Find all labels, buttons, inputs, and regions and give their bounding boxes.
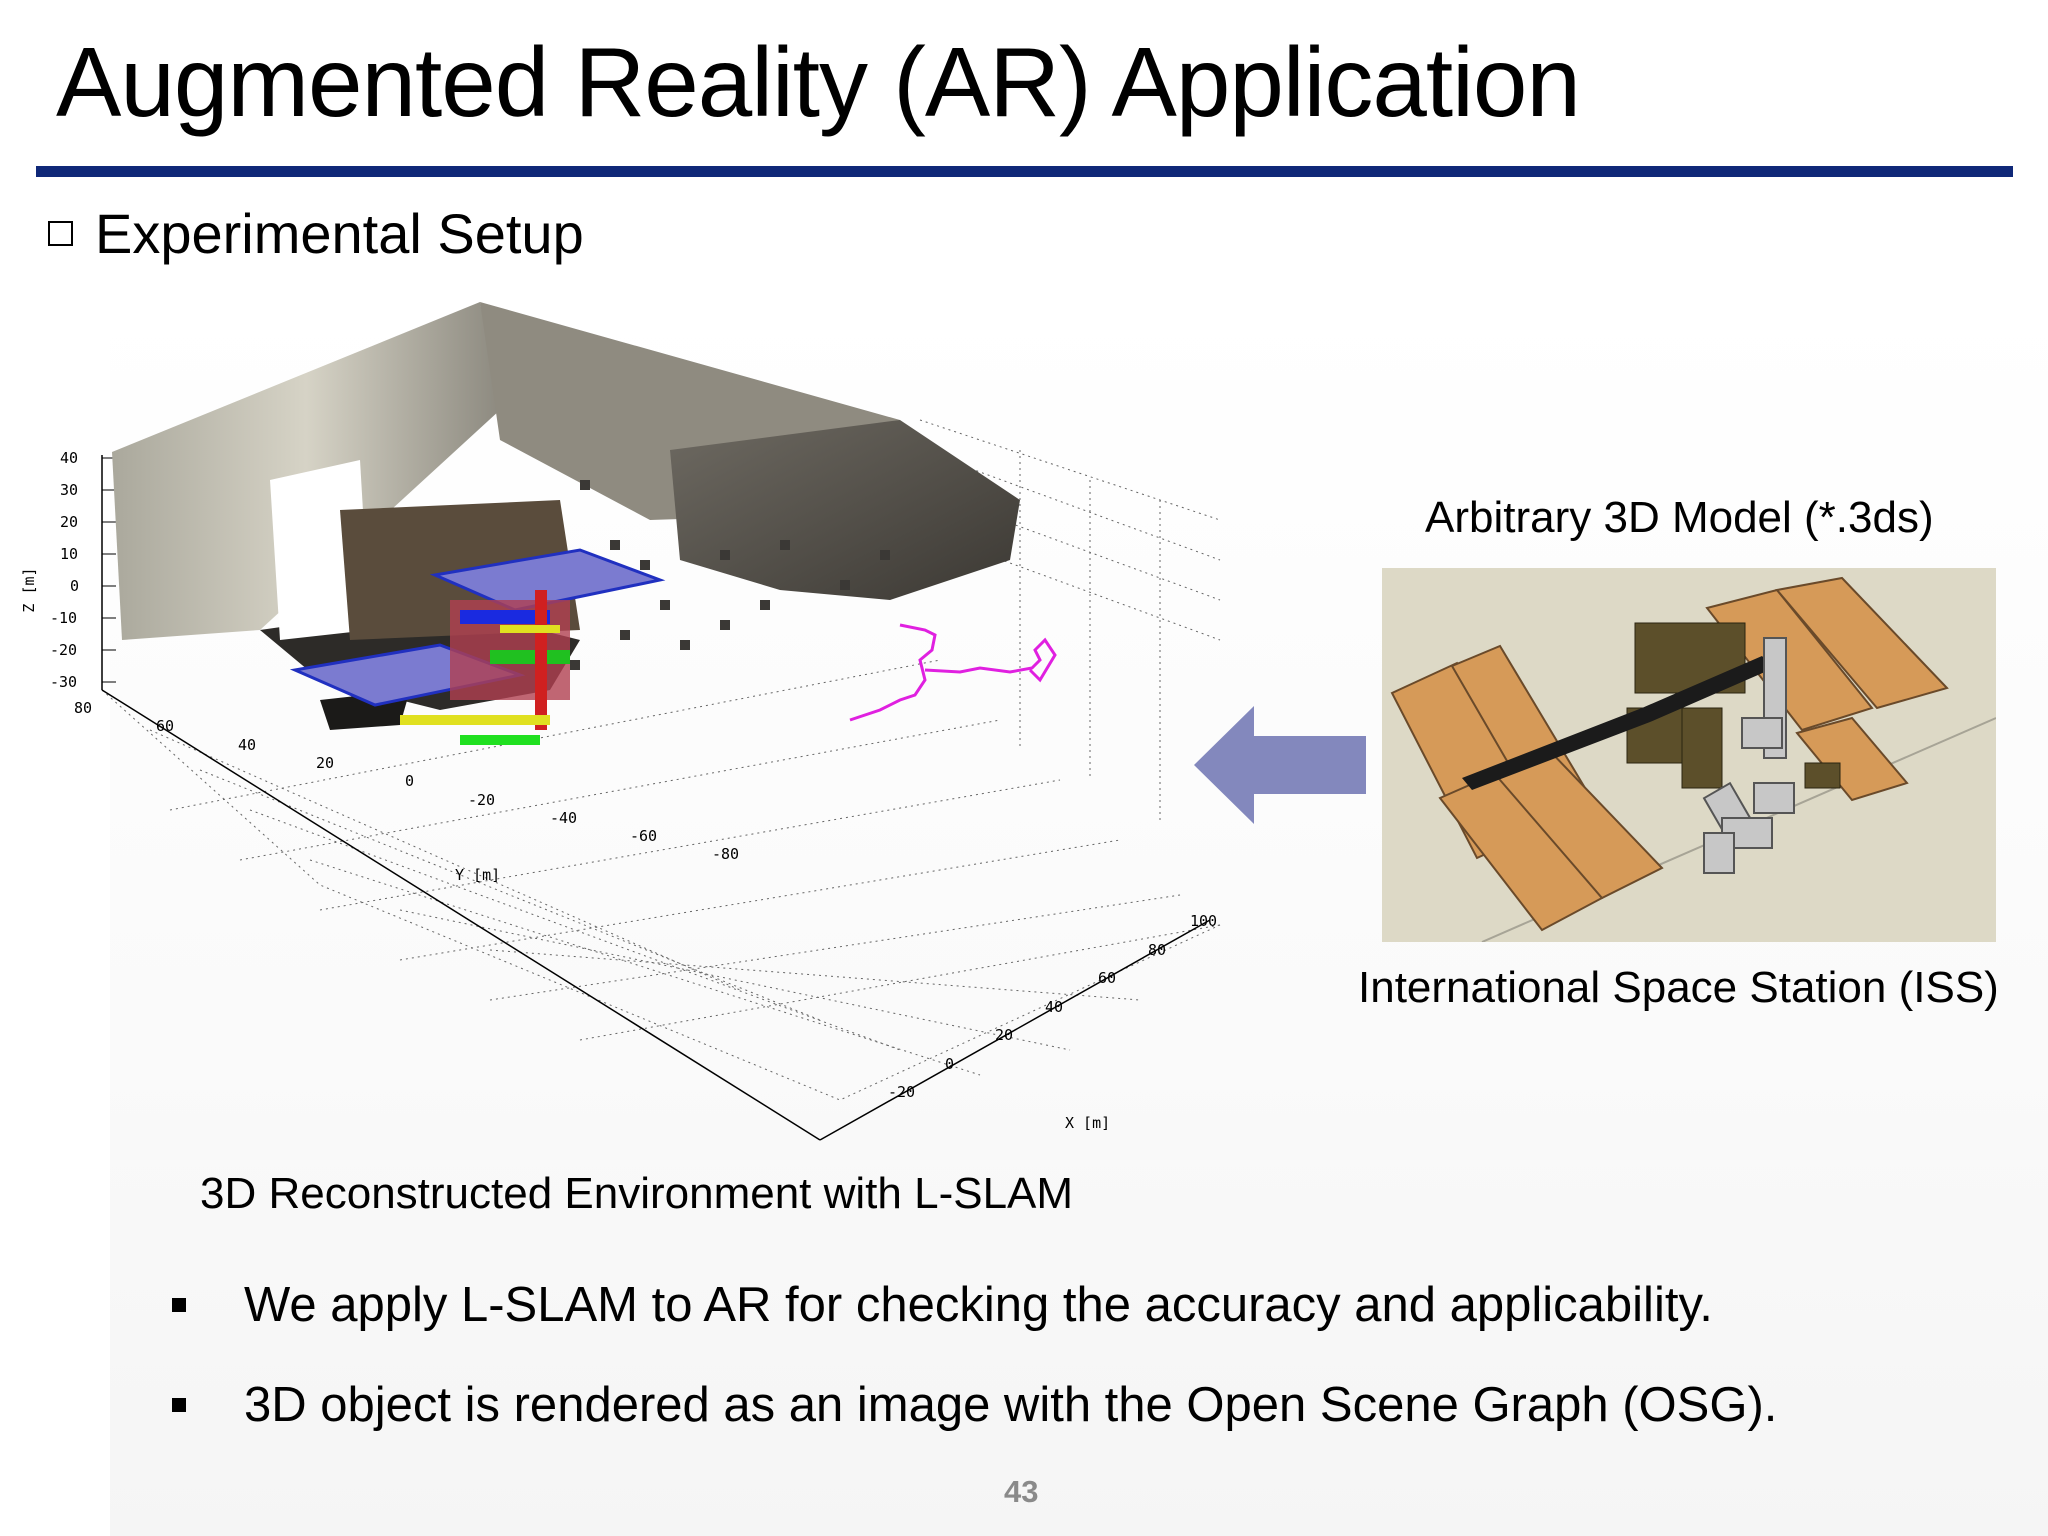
x-axis-label: X [m] xyxy=(1065,1114,1110,1132)
x-tick-label: 0 xyxy=(945,1055,954,1073)
x-tick-label: -20 xyxy=(888,1083,915,1101)
y-tick-label: 40 xyxy=(238,736,256,754)
rendered-iss-overlay xyxy=(289,548,666,745)
bullet-text: We apply L-SLAM to AR for checking the a… xyxy=(244,1278,1713,1332)
wall-right xyxy=(670,420,1020,600)
reconstruction-caption: 3D Reconstructed Environment with L-SLAM xyxy=(200,1169,1074,1218)
bullet-list: We apply L-SLAM to AR for checking the a… xyxy=(168,1276,1777,1476)
y-tick-label: -20 xyxy=(468,791,495,809)
z-tick-label: -30 xyxy=(50,673,77,691)
section-heading-text: Experimental Setup xyxy=(95,201,584,265)
x-tick-label: 60 xyxy=(1098,969,1116,987)
checkbox-icon xyxy=(48,220,73,246)
section-heading: Experimental Setup xyxy=(48,200,584,266)
z-tick-label: -10 xyxy=(50,609,77,627)
wall-left xyxy=(112,302,500,640)
iss-model-image xyxy=(1382,568,1996,942)
title-rule xyxy=(36,166,2013,177)
z-axis-ticks xyxy=(102,457,116,683)
y-tick-label: -60 xyxy=(630,827,657,845)
slam-trajectory xyxy=(849,623,1057,722)
y-tick-label: 20 xyxy=(316,754,334,772)
x-tick-label: 40 xyxy=(1045,998,1063,1016)
y-tick-label: 0 xyxy=(405,772,414,790)
z-tick-label: 10 xyxy=(60,545,78,563)
z-tick-label: 20 xyxy=(60,513,78,531)
z-tick-label: -20 xyxy=(50,641,77,659)
y-tick-label: -80 xyxy=(712,845,739,863)
x-tick-label: 100 xyxy=(1190,912,1217,930)
bullet-item: 3D object is rendered as an image with t… xyxy=(168,1376,1777,1434)
y-tick-label: 80 xyxy=(74,699,92,717)
square-bullet-icon xyxy=(172,1298,186,1312)
y-tick-label: 60 xyxy=(156,717,174,735)
bullet-item: We apply L-SLAM to AR for checking the a… xyxy=(168,1276,1777,1334)
z-axis-tick-labels: 40 30 20 10 0 -10 -20 -30 xyxy=(50,449,79,691)
x-tick-label: 80 xyxy=(1148,941,1166,959)
z-tick-label: 0 xyxy=(70,577,79,595)
slide-title: Augmented Reality (AR) Application xyxy=(56,27,1581,137)
bullet-text: 3D object is rendered as an image with t… xyxy=(244,1378,1778,1432)
iss-caption: International Space Station (ISS) xyxy=(1358,963,1999,1012)
z-tick-label: 30 xyxy=(60,481,78,499)
y-axis-tick-labels: 80 60 40 20 0 -20 -40 -60 -80 xyxy=(74,699,739,863)
square-bullet-icon xyxy=(172,1398,186,1412)
page-number: 43 xyxy=(1004,1474,1039,1509)
y-axis-label: Y [m] xyxy=(455,866,500,884)
model-caption: Arbitrary 3D Model (*.3ds) xyxy=(1425,493,1934,542)
y-tick-label: -40 xyxy=(550,809,577,827)
x-axis-tick-labels: -20 0 20 40 60 80 100 xyxy=(888,912,1217,1101)
point-cloud-plot: 40 30 20 10 0 -10 -20 -30 Z [m] 80 60 40… xyxy=(20,302,1221,1141)
z-axis-label: Z [m] xyxy=(20,567,38,612)
door-opening xyxy=(270,460,370,640)
plot-axes xyxy=(101,455,1211,1141)
x-tick-label: 20 xyxy=(995,1026,1013,1044)
left-arrow-icon xyxy=(1194,706,1366,824)
z-tick-label: 40 xyxy=(60,449,78,467)
